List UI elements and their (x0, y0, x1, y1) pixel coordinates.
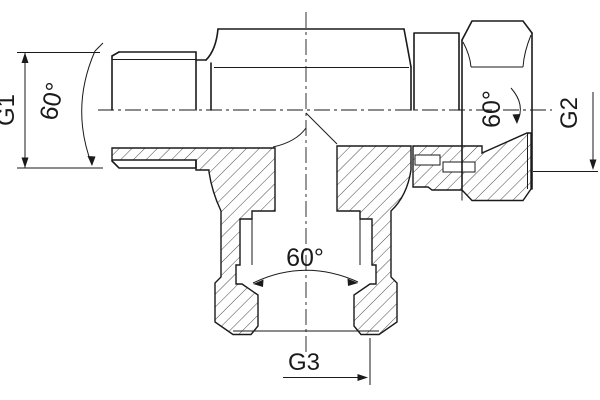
angle-bottom-label: 60° (286, 244, 324, 272)
collar-tube (413, 32, 460, 111)
g1-label: G1 (0, 94, 20, 126)
angle-bottom-arrow-right (347, 278, 358, 286)
g3-arrow-right (357, 374, 368, 381)
g1-arrow-up (21, 52, 29, 63)
hex-chamfer-right (403, 28, 412, 68)
hex-chamfer-left (205, 28, 219, 61)
junction-cone-edge (305, 112, 338, 145)
g2-label: G2 (556, 97, 583, 129)
g2-arrow-down (589, 159, 597, 170)
nut-facet-arc-left (462, 41, 472, 68)
nut-facet-arc-right (522, 34, 532, 68)
male-chamfer-upper (111, 51, 120, 57)
body-right-section (336, 145, 412, 336)
angle-left-label: 60° (35, 80, 70, 123)
thin-detail-lines (112, 34, 532, 332)
angle-right-arrow (512, 114, 521, 124)
g3-label: G3 (288, 349, 320, 376)
angle-left-arc (81, 50, 96, 166)
thread-engagement-zones (414, 154, 476, 173)
arrowheads (21, 52, 597, 381)
thread-zone-2 (442, 161, 476, 173)
body-left-section (111, 147, 276, 336)
bore-intersection-arc (272, 127, 307, 148)
male-thread-crest-lower (111, 159, 197, 169)
centerlines (98, 12, 552, 352)
thread-zone-1 (414, 154, 441, 166)
angle-left-tick (94, 42, 104, 52)
angle-bottom-arrow-left (253, 279, 264, 287)
angle-right-label: 60° (478, 90, 506, 128)
body-outline (111, 20, 533, 190)
g1-arrow-down (21, 157, 29, 168)
angle-bottom-arc (252, 269, 359, 284)
dimension-lines (17, 42, 598, 385)
angle-left-arrow (87, 156, 96, 166)
nut-hex-top (461, 20, 533, 41)
